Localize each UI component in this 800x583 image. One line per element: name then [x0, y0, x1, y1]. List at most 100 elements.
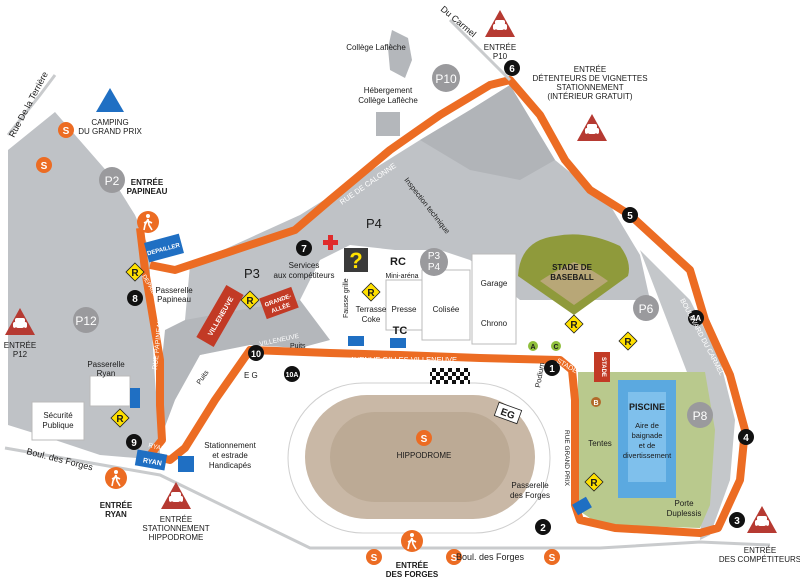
- aire-line1: Aire de: [635, 421, 659, 430]
- podium-label: Podium: [533, 362, 546, 389]
- marker-r-7: R: [584, 472, 604, 492]
- hebergement-line2: Collège Laflèche: [358, 96, 418, 105]
- marker-s-hippodrome: S: [416, 430, 432, 446]
- sign-p10-icon: [485, 10, 515, 37]
- passerelle-ryan-line2: Ryan: [97, 369, 116, 378]
- chrono-label: Chrono: [481, 319, 508, 328]
- passerelle-forges-line2: des Forges: [510, 491, 550, 500]
- svg-text:A: A: [530, 344, 535, 351]
- marker-4: 4: [738, 429, 754, 445]
- vignettes-line3: STATIONNEMENT: [556, 83, 623, 92]
- camping-line1: CAMPING: [91, 118, 128, 127]
- blue-block-c: [390, 338, 406, 348]
- villeneuve-tag: [196, 285, 244, 347]
- marker-s-bottom-left: S: [366, 549, 382, 565]
- walk-ryan-icon: [104, 466, 128, 490]
- puits2-label: Puits: [196, 369, 211, 386]
- marker-3: 3: [729, 512, 745, 528]
- blue-block-d: [572, 496, 592, 516]
- camping-line2: DU GRAND PRIX: [78, 127, 142, 136]
- colisee-building: [421, 269, 471, 341]
- checkered-flag: [430, 368, 470, 384]
- label-p4: P4: [366, 216, 382, 231]
- svg-text:10A: 10A: [286, 372, 299, 379]
- porte-line1: Porte: [674, 499, 694, 508]
- ryan-building: [89, 375, 131, 407]
- svg-text:4: 4: [743, 433, 749, 444]
- first-aid-icon: [323, 235, 338, 250]
- sign-vignettes-icon: [577, 114, 607, 141]
- stade-tag-label: STADE: [600, 357, 606, 377]
- question-mark: ?: [349, 248, 362, 273]
- blue-block-b: [348, 336, 364, 346]
- street-du-carmel: [448, 18, 512, 82]
- badge-p6: P6: [633, 295, 659, 321]
- presse-label: Presse: [392, 305, 417, 314]
- piscine-label: PISCINE: [629, 402, 665, 412]
- marker-7: 7: [296, 240, 312, 256]
- svg-text:R: R: [590, 478, 598, 489]
- zone-p10: [420, 85, 555, 180]
- papineau-line1: ENTRÉE: [131, 178, 164, 187]
- eg-box-label: EG: [499, 407, 517, 422]
- svg-text:R: R: [116, 414, 124, 425]
- street-boul-forges: [4, 446, 771, 550]
- terrasse-line1: Terrasse: [356, 305, 387, 314]
- svg-text:1: 1: [549, 364, 555, 375]
- aire-line2: baignade: [632, 431, 663, 440]
- passerelle-papineau-line1: Passerelle: [155, 286, 193, 295]
- badge-p10: P10: [432, 64, 460, 92]
- svg-text:R: R: [570, 320, 578, 331]
- stationnement-line1: Stationnement: [204, 441, 256, 450]
- marker-c: C: [551, 341, 561, 351]
- marker-r-1: R: [125, 262, 145, 282]
- sign-competiteurs-icon: [747, 506, 777, 533]
- svg-text:P2: P2: [105, 174, 120, 188]
- svg-text:R: R: [246, 296, 254, 307]
- passerelle-forges-line1: Passerelle: [511, 481, 549, 490]
- road-grand-prix-label: RUE GRAND PRIX: [563, 430, 570, 487]
- svg-text:S: S: [371, 553, 378, 564]
- svg-text:10: 10: [251, 349, 261, 359]
- blue-block-a: [130, 388, 140, 408]
- marker-r-4: R: [564, 314, 584, 334]
- hippodrome-label: HIPPODROME: [397, 451, 452, 460]
- ryan-line1: ENTRÉE: [100, 501, 133, 510]
- svg-text:2: 2: [540, 523, 546, 534]
- svg-text:P3: P3: [428, 251, 441, 262]
- comp-line2: DES COMPÉTITEURS: [719, 555, 800, 564]
- svg-text:P10: P10: [435, 72, 457, 86]
- security-building: [31, 401, 85, 441]
- svg-text:R: R: [131, 268, 139, 279]
- svg-text:P4: P4: [428, 262, 441, 273]
- svg-text:P6: P6: [639, 302, 654, 316]
- marker-10a: 10A: [284, 366, 300, 382]
- vignettes-line4: (INTÉRIEUR GRATUIT): [547, 92, 633, 101]
- p12-line2: P12: [13, 350, 28, 359]
- walk-forges-icon: [400, 529, 424, 553]
- fausse-grille-label: Fausse grille: [343, 278, 350, 318]
- svg-text:S: S: [549, 553, 556, 564]
- svg-text:S: S: [63, 126, 70, 137]
- college-label: Collège Laflèche: [346, 43, 406, 52]
- marker-5: 5: [622, 207, 638, 223]
- marker-r-5: R: [618, 331, 638, 351]
- svg-text:B: B: [593, 400, 598, 407]
- vignettes-line2: DÉTENTEURS DE VIGNETTES: [532, 74, 647, 83]
- zone-p12-p2: [8, 112, 160, 460]
- depailler-sign: [144, 233, 184, 263]
- terrasse-line2: Coke: [362, 315, 381, 324]
- marker-s-bottom-mid: S: [446, 549, 462, 565]
- hebergement-line1: Hébergement: [364, 86, 413, 95]
- handicap-icon: [178, 456, 194, 472]
- marker-2: 2: [535, 519, 551, 535]
- aire-line4: divertissement: [623, 451, 672, 460]
- marker-r-2: R: [240, 290, 260, 310]
- porte-line2: Duplessis: [667, 509, 702, 518]
- vignettes-line1: ENTRÉE: [574, 65, 606, 74]
- garage-label: Garage: [481, 279, 508, 288]
- walk-papineau-icon: [136, 210, 160, 234]
- camping-tent-icon: [96, 88, 124, 112]
- badge-p8: P8: [687, 402, 713, 428]
